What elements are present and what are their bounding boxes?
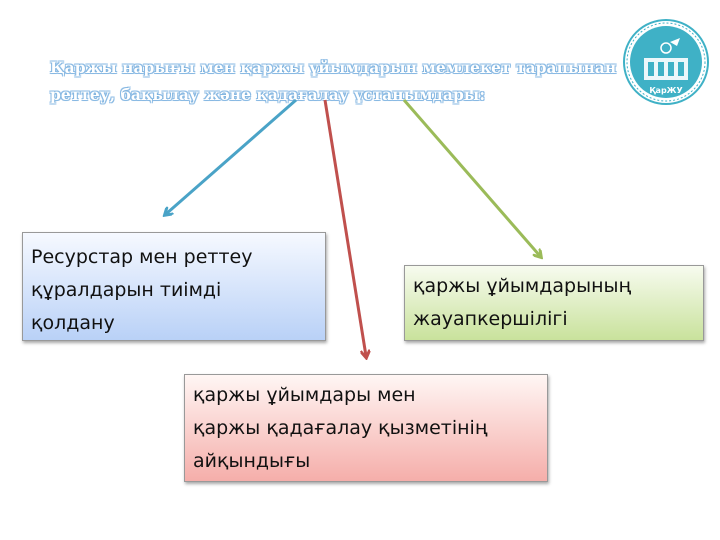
box-line: қолдану [31,312,115,334]
principle-box-resources: Ресурстар мен реттеу құралдарын тиімді қ… [22,232,326,341]
title-line-2: реттеу, бақылау және қадағалау ұстанымда… [50,85,486,104]
box-line: қаржы қадағалау қызметінің [193,417,488,439]
box-line: қаржы ұйымдары мен [193,384,416,406]
principle-box-responsibility: қаржы ұйымдарының жауапкершілігі [404,265,704,341]
arrow-to-right-box [402,99,540,256]
box-line: айқындығы [193,450,311,472]
box-line: жауапкершілігі [413,308,568,330]
box-line: Ресурстар мен реттеу [31,246,253,268]
arrow-to-bottom-box [323,99,366,356]
logo-text: ҚарЖУ [649,86,682,95]
box-line: құралдарын тиімді [31,279,222,301]
box-line: қаржы ұйымдарының [413,275,632,297]
page-title: Қаржы нарығы мен қаржы ұйымдарын мемлеке… [50,54,617,108]
title-line-1: Қаржы нарығы мен қаржы ұйымдарын мемлеке… [50,58,617,77]
university-logo: ҚарЖУ [623,19,709,105]
principle-box-transparency: қаржы ұйымдары мен қаржы қадағалау қызме… [184,374,548,482]
arrow-to-left-box [166,98,297,214]
